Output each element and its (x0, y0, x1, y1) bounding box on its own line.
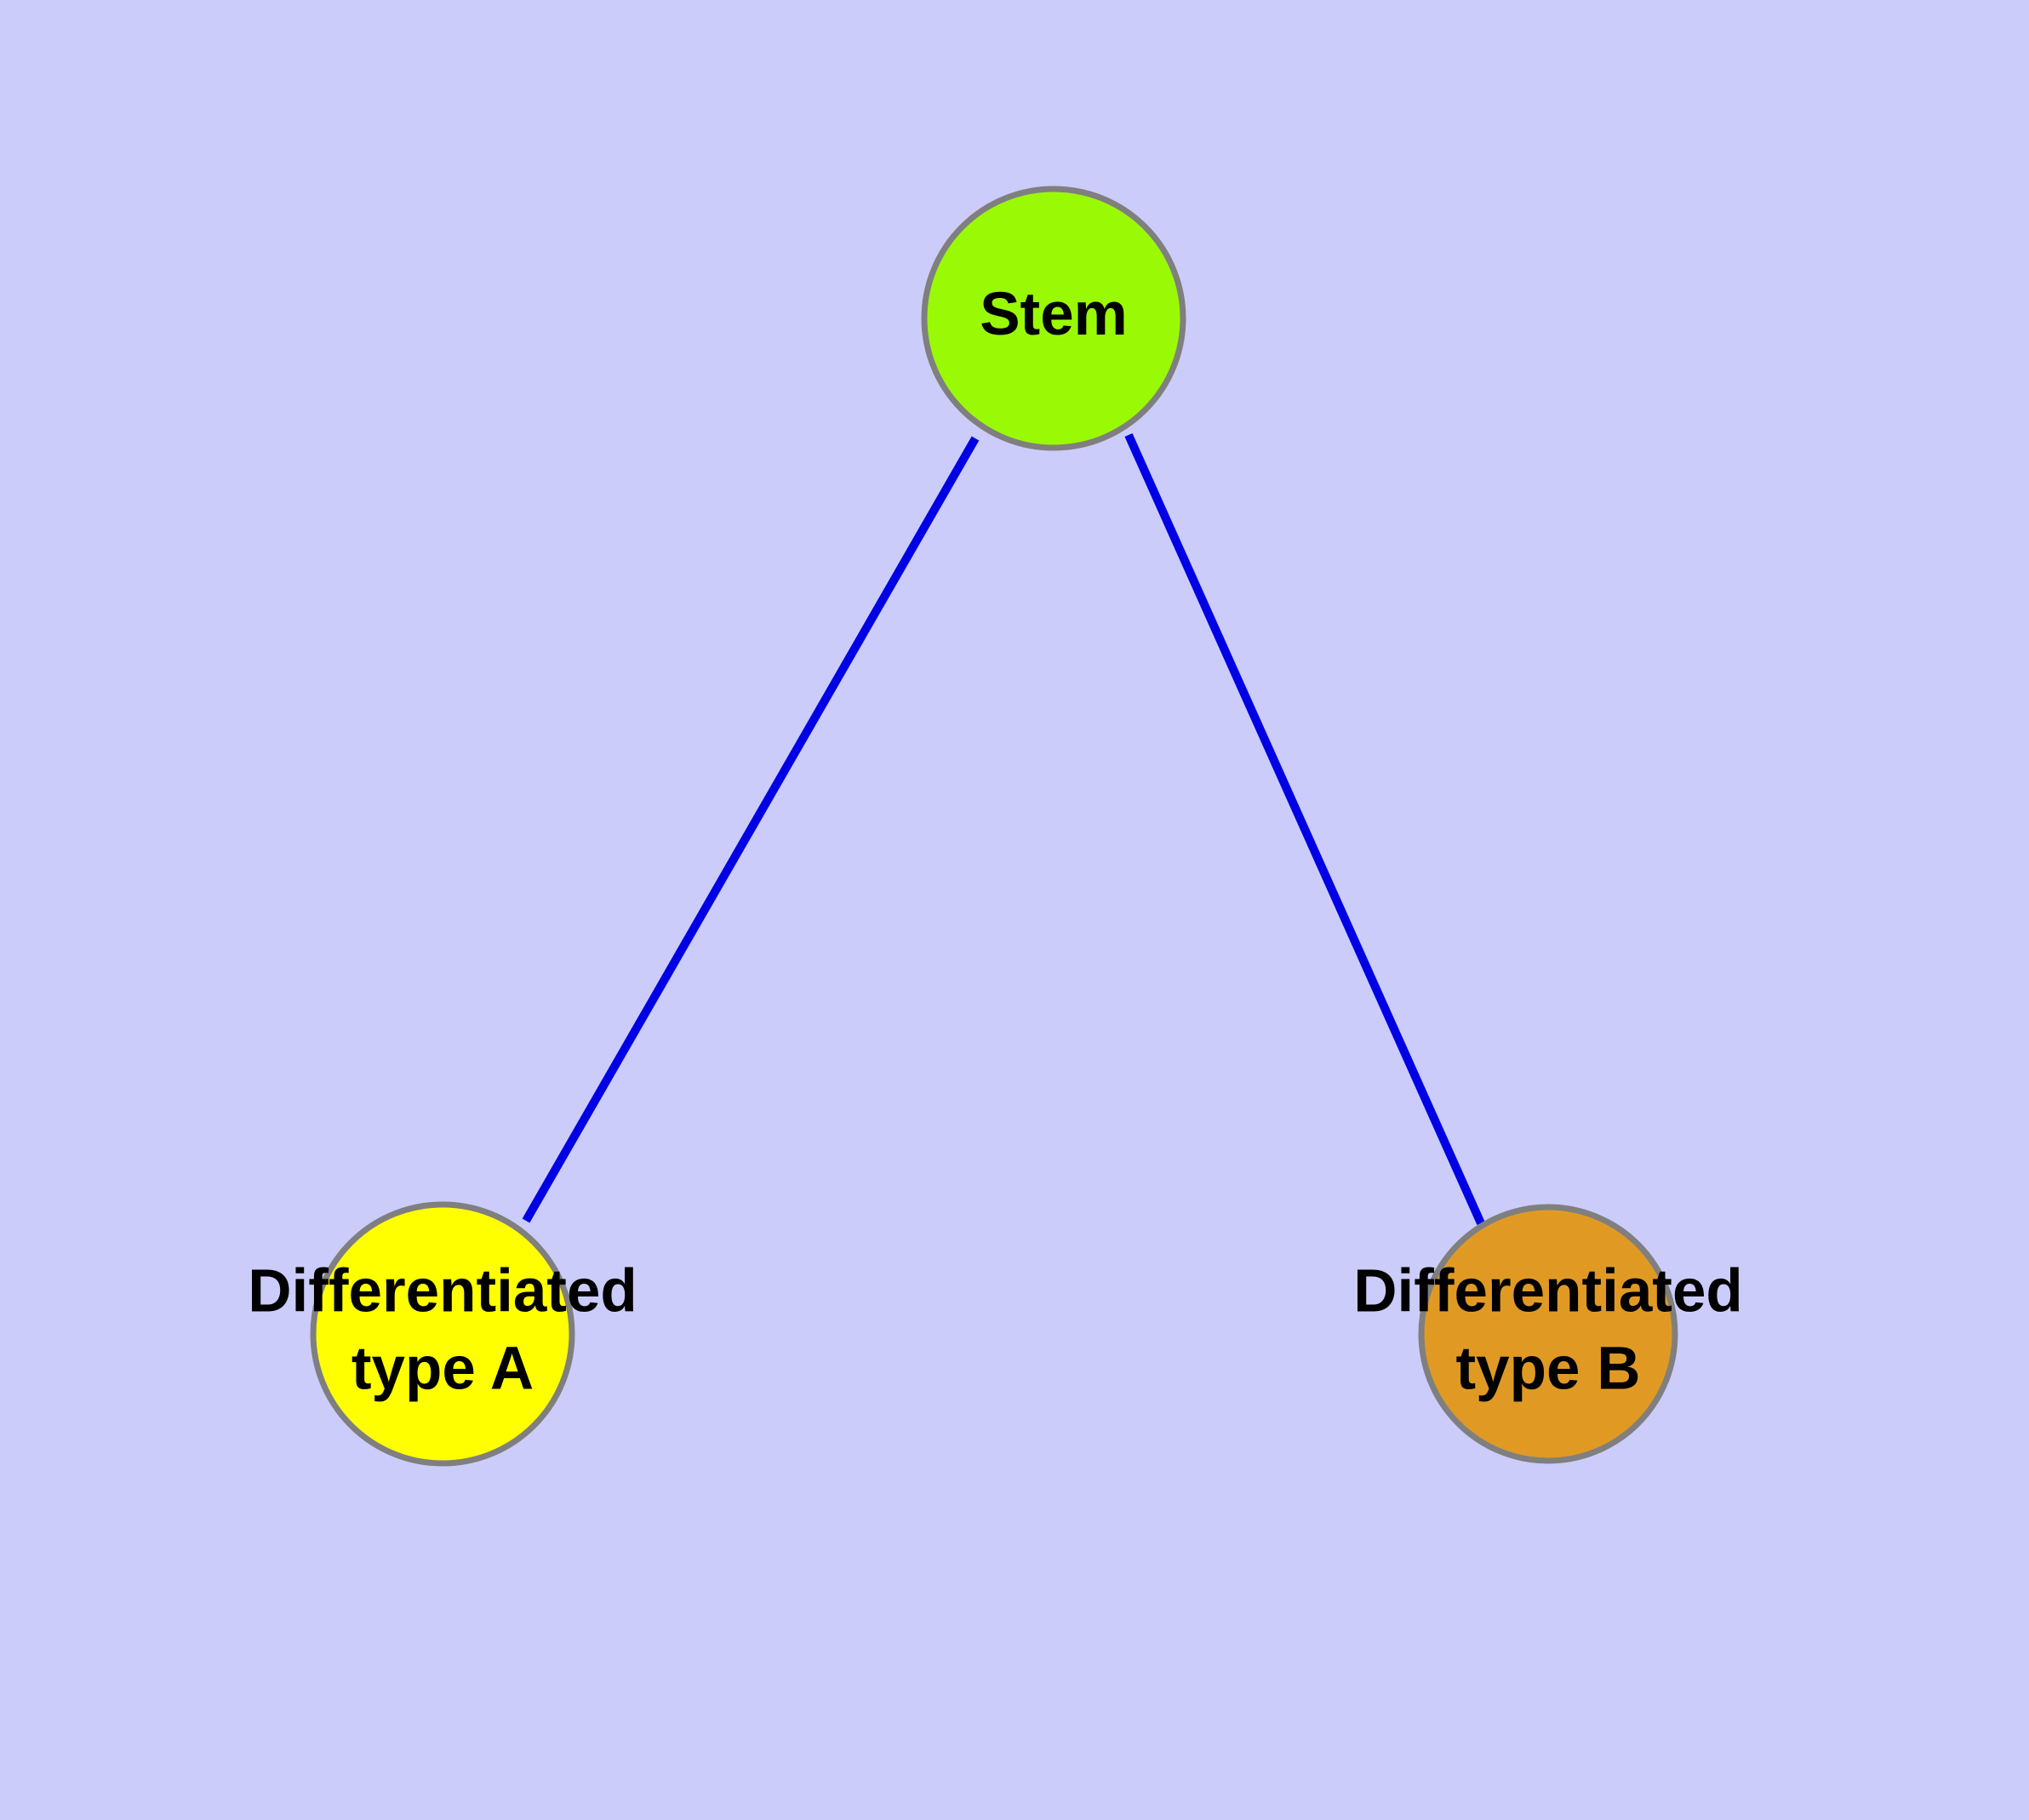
node-circle-diff-b[interactable] (1418, 1204, 1678, 1464)
node-label-line: Stem (980, 281, 1128, 348)
edge-stem-to-diff-a[interactable] (522, 436, 980, 1223)
node-circle-stem[interactable] (921, 186, 1186, 451)
node-label-line: type B (1456, 1335, 1641, 1402)
node-label-diff-a: Differentiated type A (248, 1257, 637, 1402)
node-diff-a[interactable]: Differentiated type A (248, 1201, 637, 1467)
node-label-diff-b: Differentiated type B (1353, 1257, 1743, 1402)
node-stem[interactable]: Stem (921, 186, 1186, 451)
node-diff-b[interactable]: Differentiated type B (1353, 1204, 1743, 1464)
node-label-line: Differentiated (1353, 1257, 1743, 1325)
node-label-line: Differentiated (248, 1257, 637, 1325)
node-label-stem: Stem (980, 281, 1128, 348)
node-label-line: type A (352, 1335, 534, 1402)
edge-stem-to-diff-b[interactable] (1124, 432, 1485, 1226)
edges-layer (522, 432, 1485, 1226)
node-circle-diff-a[interactable] (310, 1201, 575, 1467)
